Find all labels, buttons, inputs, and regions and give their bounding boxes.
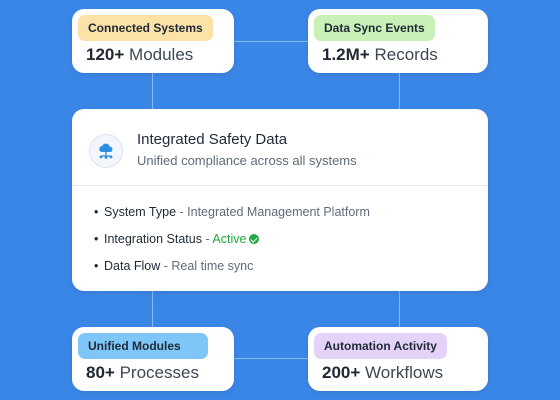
data-sync-events-metric: 1.2M+ Records	[322, 45, 438, 65]
data-sync-events-badge: Data Sync Events	[314, 15, 435, 41]
connected-systems-badge: Connected Systems	[78, 15, 213, 41]
list-item-value: Integrated Management Platform	[187, 205, 370, 219]
connected-systems-label: Modules	[129, 45, 194, 64]
bullet-icon: •	[94, 232, 99, 246]
bullet-icon: •	[94, 205, 99, 219]
list-item-separator: -	[176, 205, 188, 219]
details-list: • System Type - Integrated Management Pla…	[94, 201, 370, 282]
list-item: • Integration Status - Active	[94, 228, 370, 255]
connector-bottom-horizontal	[234, 358, 308, 359]
status-badge: Active	[212, 232, 247, 246]
unified-modules-card: Unified Modules 80+ Processes	[72, 327, 234, 391]
connector-bottom-right-vertical	[399, 291, 400, 327]
connector-top-left-vertical	[152, 73, 153, 109]
data-sync-events-card: Data Sync Events 1.2M+ Records	[308, 9, 488, 73]
bullet-icon: •	[94, 259, 99, 273]
unified-modules-metric: 80+ Processes	[86, 363, 199, 383]
check-circle-icon	[249, 234, 260, 244]
unified-modules-number: 80+	[86, 363, 115, 382]
automation-activity-number: 200+	[322, 363, 361, 382]
connector-top-right-vertical	[399, 73, 400, 109]
list-item: • System Type - Integrated Management Pla…	[94, 201, 370, 228]
list-item-separator: -	[201, 232, 213, 246]
automation-activity-card: Automation Activity 200+ Workflows	[308, 327, 488, 391]
unified-modules-badge: Unified Modules	[78, 333, 208, 359]
unified-modules-label: Processes	[119, 363, 199, 382]
list-item-key: Integration Status	[104, 232, 202, 246]
list-item-value: Real time sync	[171, 259, 254, 273]
list-item: • Data Flow - Real time sync	[94, 255, 370, 282]
connected-systems-number: 120+	[86, 45, 125, 64]
automation-activity-label: Workflows	[365, 363, 444, 382]
integrated-safety-data-card: Integrated Safety Data Unified complianc…	[72, 109, 488, 291]
main-card-subtitle: Unified compliance across all systems	[137, 153, 357, 168]
list-item-separator: -	[160, 259, 172, 273]
data-sync-events-label: Records	[374, 45, 438, 64]
cloud-network-icon	[89, 134, 123, 168]
main-card-title: Integrated Safety Data	[137, 131, 288, 148]
automation-activity-badge: Automation Activity	[314, 333, 447, 359]
connector-bottom-left-vertical	[152, 291, 153, 327]
automation-activity-metric: 200+ Workflows	[322, 363, 443, 383]
connected-systems-metric: 120+ Modules	[86, 45, 193, 65]
main-card-header: Integrated Safety Data Unified complianc…	[72, 109, 488, 186]
list-item-key: Data Flow	[104, 259, 161, 273]
list-item-key: System Type	[104, 205, 177, 219]
connector-top-horizontal	[234, 41, 308, 42]
connected-systems-card: Connected Systems 120+ Modules	[72, 9, 234, 73]
data-sync-events-number: 1.2M+	[322, 45, 370, 64]
